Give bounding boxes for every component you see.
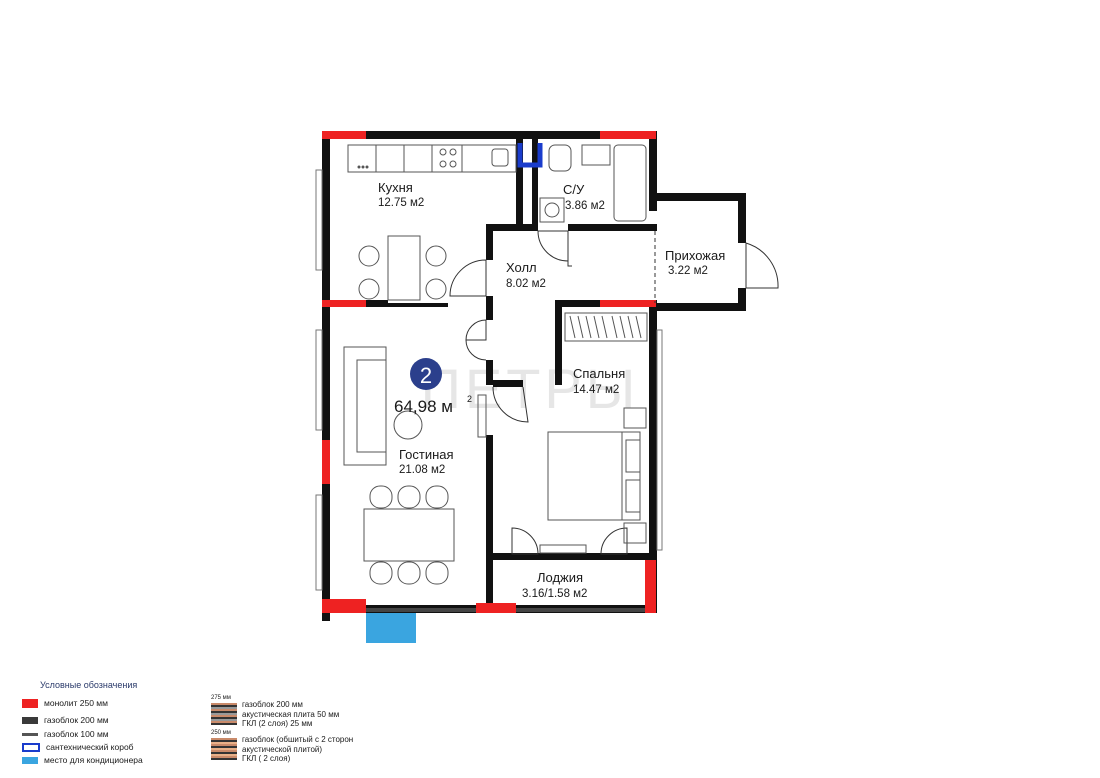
- room-area-kitchen: 12.75 м2: [378, 197, 424, 209]
- material-swatch: [211, 738, 237, 760]
- room-area-bath: 3.86 м2: [565, 200, 605, 212]
- legend-swatch: [22, 698, 38, 708]
- legend-swatch: [22, 742, 40, 752]
- room-area-living: 21.08 м2: [399, 464, 445, 476]
- sanitary-duct: [517, 143, 543, 168]
- legend-title: Условные обозначения: [40, 680, 138, 690]
- legend-item-gasblock-100: газоблок 100 мм: [22, 729, 109, 739]
- legend-item-monolith: монолит 250 мм: [22, 698, 108, 708]
- room-area-loggia: 3.16/1.58 м2: [522, 588, 587, 600]
- ac-place: [366, 613, 416, 643]
- room-area-entry: 3.22 м2: [668, 265, 708, 277]
- room-name-bath: С/У: [563, 182, 585, 197]
- legend-item-ac: место для кондиционера: [22, 755, 143, 765]
- legend-swatch: [22, 732, 38, 736]
- legend-swatch: [22, 716, 38, 724]
- furniture: [343, 144, 648, 585]
- legend-item-duct: сантехнический короб: [22, 742, 134, 752]
- monolith-walls: [322, 131, 656, 613]
- room-name-loggia: Лоджия: [537, 570, 583, 585]
- room-area-bedroom: 14.47 м2: [573, 384, 619, 396]
- material-swatch: [211, 703, 237, 725]
- windows: [315, 169, 663, 612]
- total-area: 64,98 м: [394, 397, 453, 416]
- room-name-bedroom: Спальня: [573, 366, 625, 381]
- room-name-living: Гостиная: [399, 447, 454, 462]
- total-area-sup: 2: [467, 394, 472, 404]
- apartment-badge: [410, 358, 442, 390]
- room-name-hall: Холл: [506, 260, 537, 275]
- room-name-kitchen: Кухня: [378, 180, 413, 195]
- doors: [449, 230, 779, 555]
- room-area-hall: 8.02 м2: [506, 278, 546, 290]
- apartment-number: 2: [420, 363, 432, 388]
- legend-swatch: [22, 756, 38, 764]
- room-name-entry: Прихожая: [665, 248, 725, 263]
- watermark: ПЕТРЫ: [421, 357, 640, 420]
- legend-item-gasblock-200: газоблок 200 мм: [22, 715, 109, 725]
